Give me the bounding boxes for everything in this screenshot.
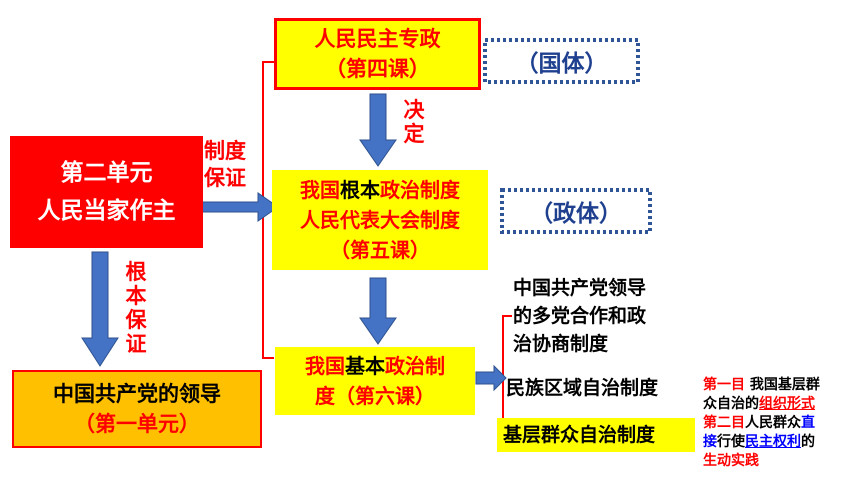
dictatorship-title: 人民民主专政 [314, 27, 441, 51]
fundamental-system-name: 人民代表大会制度 [300, 208, 460, 232]
basic-system-box: 我国基本政治制 度（第六课） [275, 347, 475, 415]
dictatorship-lesson: （第四课） [325, 57, 430, 81]
fundamental-system-lesson: （第五课） [330, 238, 430, 262]
leadership-box: 中国共产党的领导 （第一单元） [12, 370, 262, 448]
state-system-label: （国体） [515, 51, 608, 77]
arrow-right-items [475, 364, 507, 392]
arrow-down-determines [359, 93, 397, 167]
government-form-frame [500, 188, 652, 234]
government-form-label: （政体） [530, 201, 622, 227]
main-unit-subtitle: 人民当家作主 [37, 198, 176, 224]
label-determines: 决 定 [403, 98, 425, 146]
leadership-title: 中国共产党的领导 [53, 382, 221, 406]
basic-item-grassroots: 基层群众自治制度 [497, 418, 695, 452]
basic-system-title: 我国基本政治制 [305, 354, 445, 378]
leadership-unit: （第一单元） [74, 412, 200, 436]
main-unit-title: 第二单元 [60, 160, 153, 186]
fundamental-system-title: 我国根本政治制度 [300, 178, 460, 202]
dictatorship-box: 人民民主专政 （第四课） [274, 18, 481, 90]
arrow-down-fundamental [81, 251, 119, 367]
basic-system-lesson: 度（第六课） [315, 384, 435, 408]
basic-item-ethnic-autonomy: 民族区域自治制度 [506, 377, 659, 399]
arrow-down-basic [359, 277, 397, 345]
label-institution-guarantee: 制度 保证 [204, 139, 246, 190]
fundamental-system-box: 我国根本政治制度 人民代表大会制度 （第五课） [272, 170, 488, 270]
grassroots-notes: 第一目 我国基层群 众自治的组织形式 第二目人民群众直 接行使民主权利的 生动实… [703, 377, 820, 469]
state-system-frame [483, 38, 640, 84]
basic-item-multiparty: 中国共产党领导 的多党合作和政 治协商制度 [513, 277, 647, 355]
label-fundamental-guarantee: 根 本 保 证 [125, 260, 147, 356]
main-unit-box: 第二单元 人民当家作主 [10, 136, 203, 248]
